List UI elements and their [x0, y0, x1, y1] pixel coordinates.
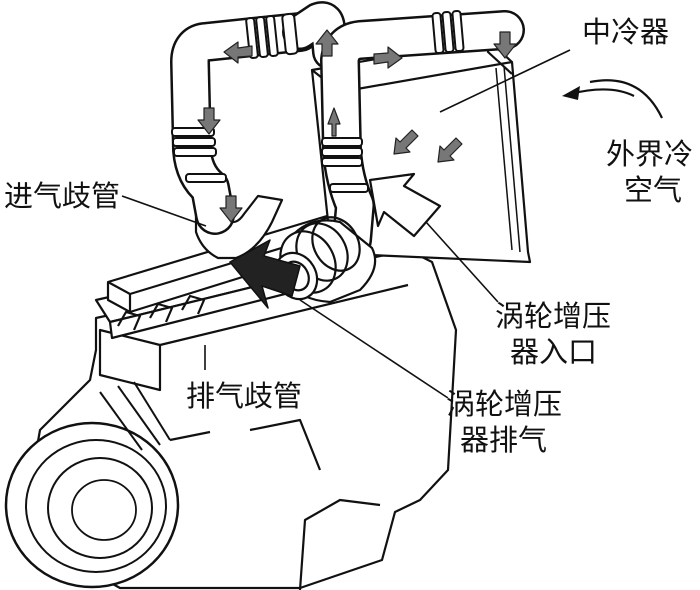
leader-turbo-inlet: [425, 221, 499, 303]
cold-air-arrow: [368, 172, 442, 238]
leader-intercooler: [439, 49, 571, 113]
label-outside-cold-air-line1: 外界冷: [606, 137, 694, 171]
hose-clamps: [171, 9, 465, 193]
flow-arrows: [197, 29, 517, 223]
label-turbo-exhaust-line2: 器排气: [460, 423, 548, 457]
outside-air-flow-arrow: [562, 79, 663, 119]
label-intake-manifold: 进气歧管: [4, 179, 121, 213]
label-intercooler: 中冷器: [582, 15, 670, 49]
exhaust-flow-arrow: [229, 239, 301, 309]
label-outside-cold-air-line2: 空气: [624, 173, 683, 207]
label-exhaust-manifold: 排气歧管: [186, 379, 303, 413]
engine-struts: [99, 381, 171, 451]
engine-pulley: [4, 421, 180, 589]
label-turbo-inlet-line2: 器入口: [510, 335, 598, 369]
label-turbo-inlet-line1: 涡轮增压: [495, 299, 612, 333]
leader-intake-manifold: [121, 195, 207, 227]
leader-lines: [121, 49, 571, 399]
label-turbo-exhaust-line1: 涡轮增压: [446, 387, 563, 421]
leader-turbo-exhaust: [299, 299, 449, 399]
